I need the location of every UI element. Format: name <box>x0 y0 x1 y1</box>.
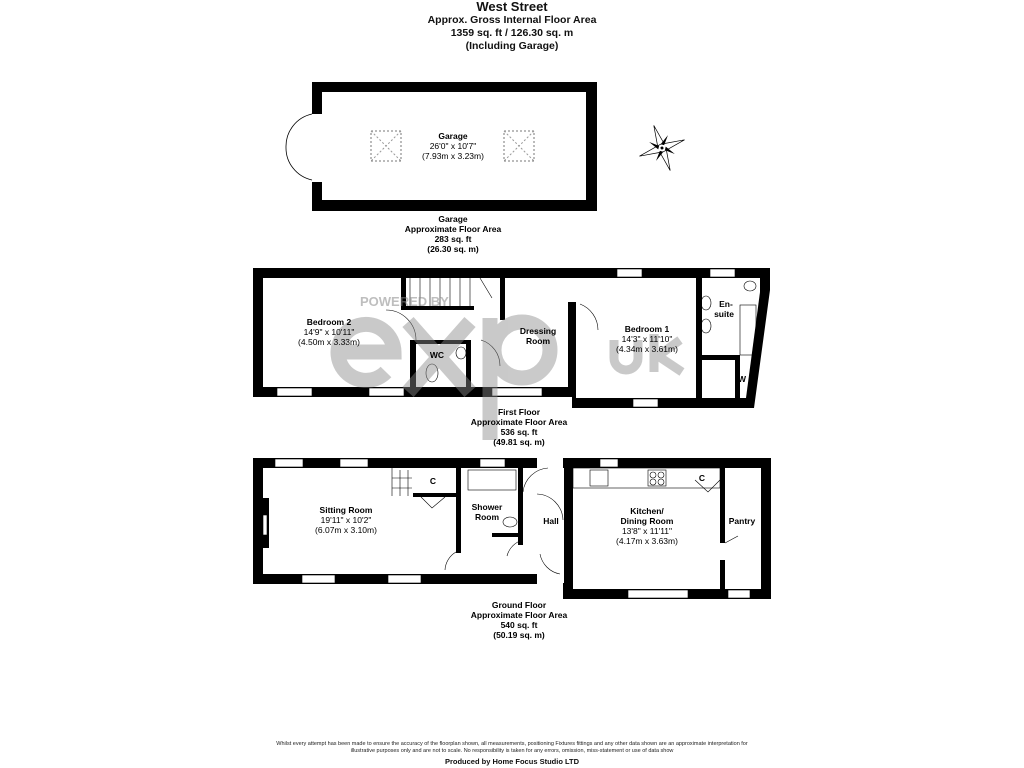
room-label-cupboard: C <box>430 476 436 486</box>
gross-area-note: (Including Garage) <box>465 40 559 52</box>
area-label: Garage <box>438 214 468 224</box>
room-label-shower-room: Shower <box>472 502 503 512</box>
room-label-en-suite: En- <box>719 299 733 309</box>
room-dims-metric: (7.93m x 3.23m) <box>422 151 484 161</box>
room-label-dining-room: Dining Room <box>621 516 674 526</box>
room-label-en-suite-2: suite <box>714 309 734 319</box>
room-dims-metric: (4.34m x 3.61m) <box>616 344 678 354</box>
room-dims-metric: (4.50m x 3.33m) <box>298 337 360 347</box>
area-sqft: 536 sq. ft <box>501 427 538 437</box>
area-caption: Approximate Floor Area <box>471 417 568 427</box>
watermark-logo <box>330 314 558 440</box>
first-floor-plan: POWERED BY Bedroom 2 14'9" x 10'11" (4.5… <box>253 268 770 440</box>
room-label-hall: Hall <box>543 516 559 526</box>
area-caption: Approximate Floor Area <box>405 224 502 234</box>
watermark-suffix <box>609 334 685 376</box>
room-label-sitting-room: Sitting Room <box>320 505 373 515</box>
room-label-dressing-room: Dressing <box>520 326 556 336</box>
area-label: Ground Floor <box>492 600 547 610</box>
room-label-cupboard: C <box>699 473 705 483</box>
disclaimer: Whilst every attempt has been made to en… <box>0 741 1024 755</box>
disclaimer-line-1: Whilst every attempt has been made to en… <box>276 741 748 747</box>
compass-icon <box>639 125 685 171</box>
room-label-kitchen: Kitchen/ <box>630 506 664 516</box>
room-dims-imperial: 14'3" x 11'10" <box>622 334 673 344</box>
room-label-wardrobe: W <box>738 374 747 384</box>
area-label: First Floor <box>498 407 541 417</box>
room-label-bedroom-2: Bedroom 2 <box>307 317 352 327</box>
room-dims-imperial: 26'0" x 10'7" <box>430 141 477 151</box>
area-sqm: (26.30 sq. m) <box>427 244 479 254</box>
area-caption: Approximate Floor Area <box>471 610 568 620</box>
area-sqft: 283 sq. ft <box>435 234 472 244</box>
skylight-icon <box>503 130 535 162</box>
property-title: West Street <box>476 0 548 14</box>
room-dims-metric: (4.17m x 3.63m) <box>616 536 678 546</box>
watermark-text: POWERED BY <box>360 294 449 309</box>
ground-floor-plan: Sitting Room 19'11" x 10'2" (6.07m x 3.1… <box>253 458 771 599</box>
room-dims-imperial: 14'9" x 10'11" <box>304 327 355 337</box>
room-label-garage: Garage <box>438 131 468 141</box>
room-label-shower-room-2: Room <box>475 512 500 522</box>
area-sqft: 540 sq. ft <box>501 620 538 630</box>
gross-area-caption: Approx. Gross Internal Floor Area <box>427 14 597 26</box>
area-sqm: (50.19 sq. m) <box>493 630 545 640</box>
room-label-dressing-room-2: Room <box>526 336 551 346</box>
area-sqm: (49.81 sq. m) <box>493 437 545 447</box>
room-dims-imperial: 19'11" x 10'2" <box>321 515 372 525</box>
room-dims-metric: (6.07m x 3.10m) <box>315 525 377 535</box>
room-dims-imperial: 13'8" x 11'11" <box>622 526 672 536</box>
producer-credit: Produced by Home Focus Studio LTD <box>444 757 580 766</box>
skylight-icon <box>370 130 402 162</box>
room-label-pantry: Pantry <box>729 516 756 526</box>
garage-plan: Garage 26'0" x 10'7" (7.93m x 3.23m) <box>285 82 597 211</box>
room-label-wc: WC <box>430 350 444 360</box>
gross-area-value: 1359 sq. ft / 126.30 sq. m <box>450 27 574 39</box>
room-label-bedroom-1: Bedroom 1 <box>625 324 670 334</box>
disclaimer-line-2: illustrative purposes only and are not t… <box>350 748 674 754</box>
